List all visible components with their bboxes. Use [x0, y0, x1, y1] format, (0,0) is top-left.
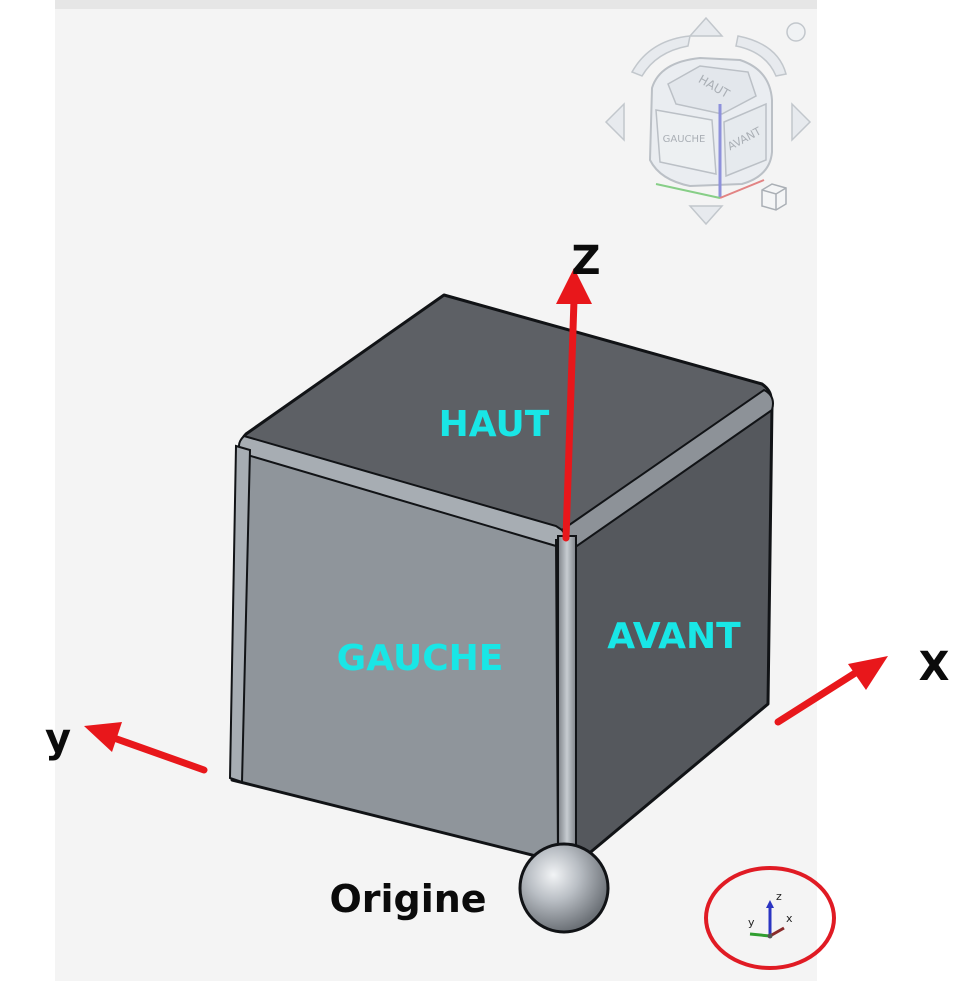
y-axis-label: y	[45, 716, 71, 762]
cube-top-face-label: HAUT	[439, 404, 550, 445]
x-axis-arrowhead	[848, 656, 888, 690]
origin-label: Origine	[329, 877, 486, 921]
triad-x-axis	[769, 926, 785, 938]
rotate-right-arrow-icon[interactable]	[735, 35, 787, 77]
rotate-left-arrow-icon[interactable]	[630, 35, 691, 77]
view-down-arrow-icon[interactable]	[688, 205, 724, 226]
cube-edge-fillet-top-right	[560, 388, 774, 550]
origin-rod	[557, 535, 577, 867]
x-axis-label: X	[919, 644, 950, 690]
cube-front-face-label: AVANT	[607, 616, 741, 657]
view-cube-menu-icon[interactable]	[786, 22, 806, 42]
z-axis-arrow	[562, 296, 578, 542]
y-axis-arrowhead	[84, 722, 122, 752]
triad-z-arrowhead	[766, 900, 774, 908]
z-axis-arrowhead	[556, 268, 592, 304]
orientation-triad: z y x	[748, 890, 793, 939]
triad-y-axis	[749, 932, 771, 938]
view-up-arrow-icon[interactable]	[688, 16, 724, 37]
triad-x-label: x	[786, 912, 793, 925]
viewport-top-border	[55, 0, 817, 9]
triad-highlight-circle	[704, 866, 836, 970]
view-left-arrow-icon[interactable]	[604, 102, 625, 142]
view-cube-x-axis	[719, 179, 765, 199]
triad-origin-dot	[767, 933, 773, 939]
x-axis-arrow	[774, 666, 864, 726]
triad-y-label: y	[748, 916, 755, 929]
view-cube-top-face[interactable]	[667, 65, 757, 115]
y-axis-arrow	[110, 734, 208, 774]
triad-z-label: z	[776, 890, 782, 903]
view-right-arrow-icon[interactable]	[791, 102, 812, 142]
home-view-cube-icon[interactable]	[761, 183, 787, 211]
view-cube-y-axis	[655, 183, 721, 199]
view-cube-left-face[interactable]	[655, 109, 717, 175]
cube-edge-fillet-left-vertical	[228, 444, 252, 784]
view-cube-front-face[interactable]	[723, 102, 767, 178]
origin-sphere[interactable]	[518, 842, 610, 934]
cube-left-face-label: GAUCHE	[337, 638, 504, 679]
view-cube-left-label: GAUCHE	[663, 134, 706, 145]
z-axis-label: Z	[571, 238, 600, 284]
view-cube-widget[interactable]: HAUT GAUCHE AVANT	[604, 16, 812, 226]
